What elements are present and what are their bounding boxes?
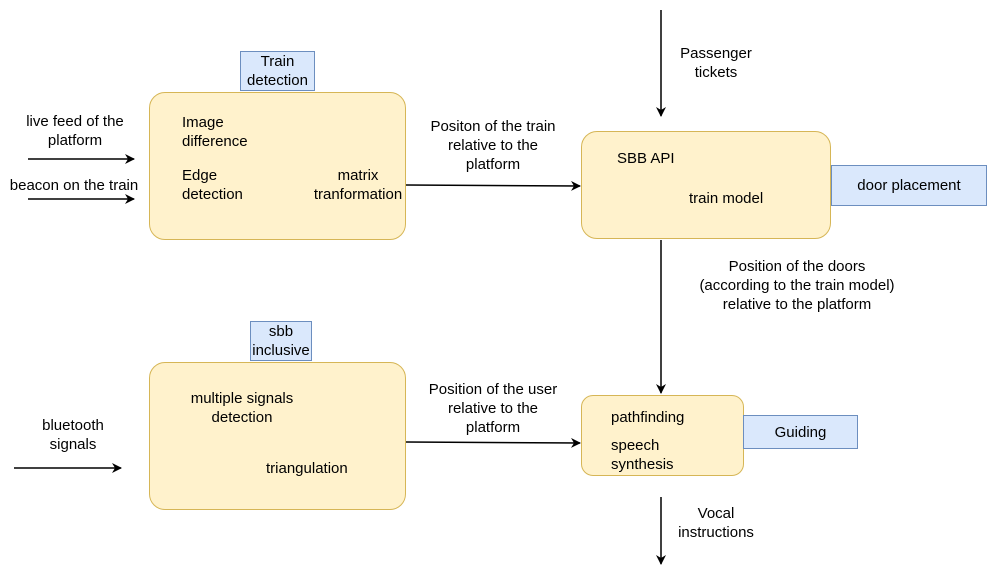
train-position-arrow	[405, 180, 581, 191]
multiple-signals-label: multiple signals detection	[190, 390, 294, 426]
train-model-box	[581, 131, 831, 239]
sbb-api-label: SBB API	[617, 150, 675, 167]
user-position-arrow	[405, 437, 581, 448]
train-detection-tag: Train detection	[240, 51, 315, 91]
speech-synthesis-label: speech synthesis	[611, 437, 674, 473]
train-model-label: train model	[689, 190, 764, 207]
vocal-instructions-label: Vocal instructions	[678, 505, 754, 541]
sbb-inclusive-tag: sbb inclusive	[250, 321, 312, 361]
sbb-inclusive-box	[149, 362, 406, 510]
guiding-tag: Guiding	[743, 415, 858, 449]
train-position-label: Positon of the train relative to the pla…	[430, 118, 556, 173]
edge-detection-label: Edge detection	[182, 167, 243, 203]
bluetooth-label: bluetooth signals	[42, 417, 104, 453]
doors-position-label: Position of the doors (according to the …	[699, 258, 895, 313]
pathfinding-label: pathfinding	[611, 409, 685, 426]
image-difference-label: Image difference	[182, 114, 248, 150]
train-detection-box	[149, 92, 406, 240]
triangulation-label: triangulation	[266, 460, 348, 477]
beacon-label: beacon on the train	[9, 177, 139, 194]
passenger-tickets-label: Passenger tickets	[680, 45, 752, 81]
guiding-box	[581, 395, 744, 476]
live-feed-label: live feed of the platform	[26, 113, 124, 149]
door-placement-tag: door placement	[831, 165, 987, 206]
matrix-transformation-label: matrix tranformation	[313, 167, 403, 203]
user-position-label: Position of the user relative to the pla…	[428, 381, 558, 436]
